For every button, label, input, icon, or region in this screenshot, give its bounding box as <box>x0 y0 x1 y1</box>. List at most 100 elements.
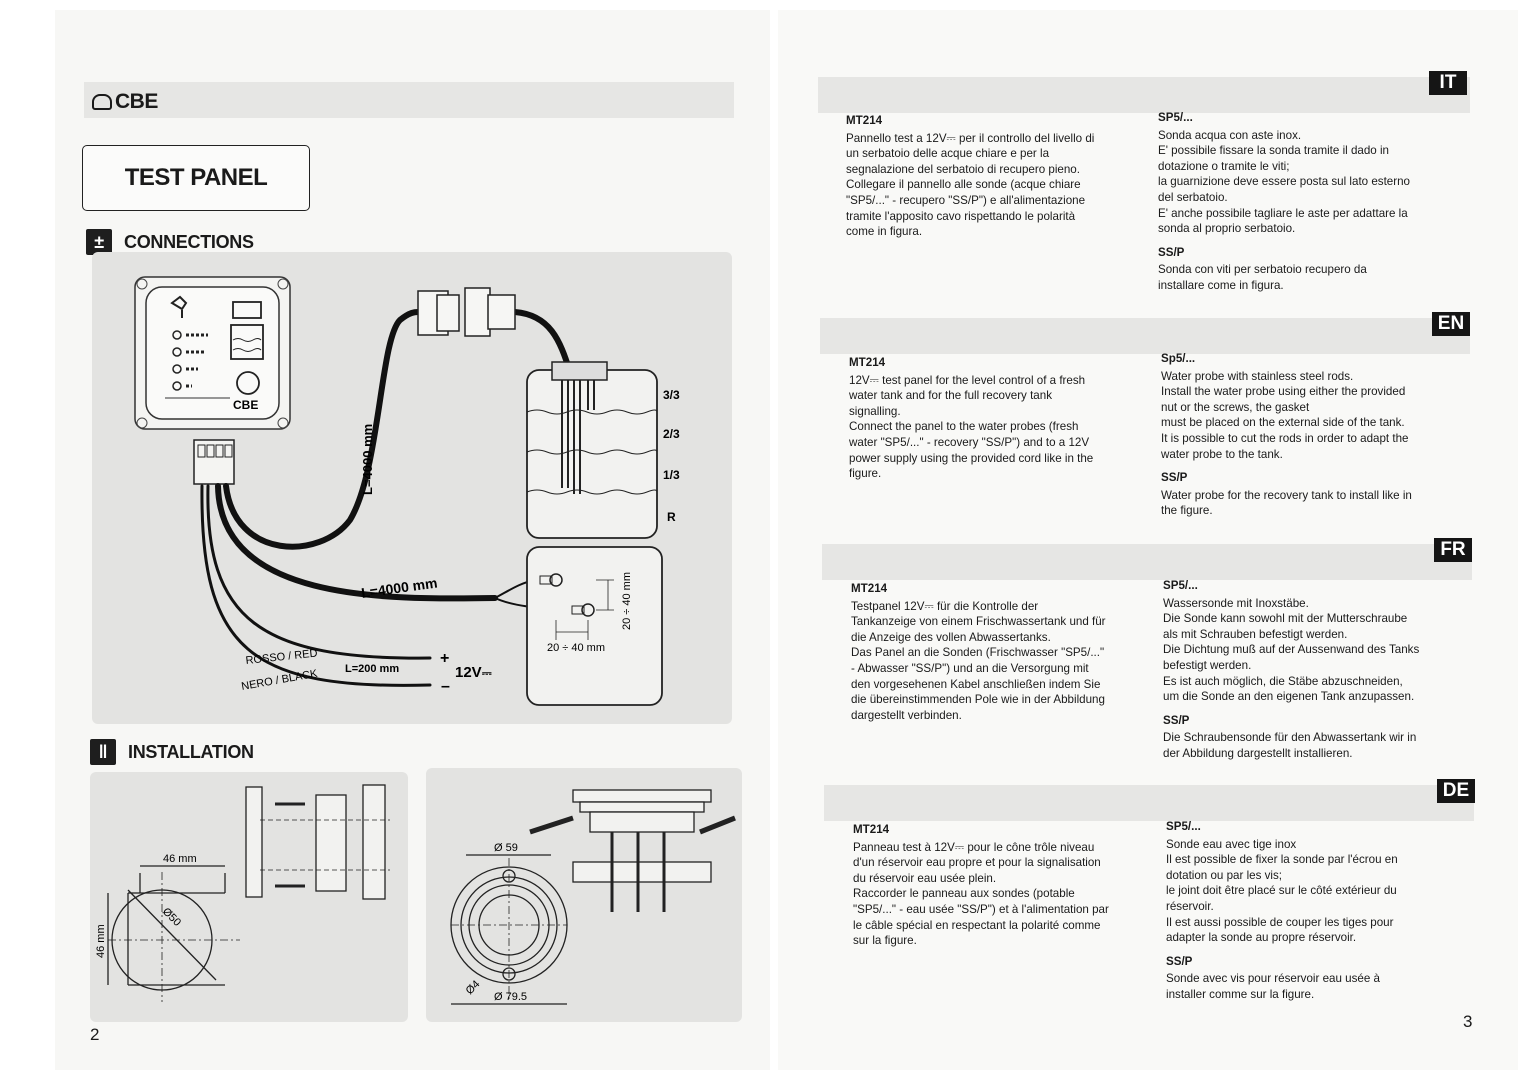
fr-probe-block: SP5/... Wassersonde mit Inoxstäbe. Die S… <box>1163 578 1419 762</box>
de-sp5-line: dotation ou par les vis; <box>1166 868 1283 882</box>
cables <box>200 309 573 687</box>
fr-sp5-line: befestigt werden. <box>1163 658 1252 672</box>
fr-mt214-title: MT214 <box>851 582 888 595</box>
en-mt214-line: Connect the panel to the water probes (f… <box>849 420 1079 434</box>
de-sp5-line: Sonde eau avec tige inox <box>1166 837 1297 851</box>
lang-badge-it: IT <box>1429 71 1467 95</box>
de-sp5-line: réservoir. <box>1166 899 1214 913</box>
fr-sp5-line: Wassersonde mit Inoxstäbe. <box>1163 596 1309 610</box>
dim-vertical-label: 20 ÷ 40 mm <box>621 572 633 630</box>
fr-ssp-line: Die Schraubensonde für den Abwassertank … <box>1163 731 1417 745</box>
band-en <box>820 318 1470 354</box>
probe-hole-dia: Ø4 <box>464 978 483 997</box>
left-header-band <box>84 82 734 118</box>
band-de <box>824 785 1474 821</box>
it-probe-block: SP5/... Sonda acqua con aste inox. E' po… <box>1158 110 1410 294</box>
de-mt214-line: Panneau test à 12V⎓ pour le cône trôle n… <box>853 840 1095 854</box>
fr-ssp-line: der Abbildung dargestellt installieren. <box>1163 746 1353 760</box>
recovery-tank <box>526 546 663 706</box>
band-fr <box>822 544 1472 580</box>
it-mt214-line: tramite l'apposito cavo rispettando le p… <box>846 209 1076 223</box>
fr-mt214-line: - Abwasser "SS/P") und an die Versorgung… <box>851 661 1089 675</box>
installation-heading: ‖ INSTALLATION <box>90 739 254 765</box>
cbe-logo-icon <box>92 94 112 110</box>
en-mt214-line: figure. <box>849 467 882 481</box>
fr-sp5-line: um die Sonde an den eigenen Tank anzupas… <box>1163 690 1415 704</box>
fr-mt214-block: MT214 Testpanel 12V⎓ für die Kontrolle d… <box>851 581 1106 723</box>
en-mt214-title: MT214 <box>849 356 886 369</box>
de-mt214-line: sur la figure. <box>853 934 917 948</box>
lang-badge-en: EN <box>1432 312 1470 336</box>
fr-sp5-line: Die Dichtung muß auf der Aussenwand des … <box>1163 643 1420 657</box>
voltage-label: 12V <box>455 664 482 681</box>
it-sp5-line: E' possibile fissare la sonda tramite il… <box>1158 144 1389 158</box>
en-ssp-line: the figure. <box>1161 504 1213 518</box>
en-sp5-line: must be placed on the external side of t… <box>1161 416 1405 430</box>
en-mt214-line: signalling. <box>849 404 901 418</box>
right-page <box>778 10 1518 1070</box>
page-number-left: 2 <box>90 1025 100 1044</box>
de-sp5-line: Il est aussi possible de couper les tige… <box>1166 915 1394 929</box>
panel-brand-label: CBE <box>233 398 258 412</box>
it-ssp-line: installare come in figura. <box>1158 278 1284 292</box>
it-sp5-line: del serbatoio. <box>1158 190 1228 204</box>
it-sp5-line: sonda al proprio serbatoio. <box>1158 222 1296 236</box>
it-mt214-title: MT214 <box>846 114 883 127</box>
en-mt214-line: water tank and for the full recovery tan… <box>849 389 1052 403</box>
fr-sp5-line: Es ist auch möglich, die Stäbe abzuschne… <box>1163 674 1403 688</box>
it-ssp-title: SS/P <box>1158 245 1185 259</box>
connections-diagram: CBE L=4000 mm L=4000 mm ROSSO / RED NERO… <box>134 276 680 706</box>
test-panel-drawing: CBE <box>134 276 291 485</box>
de-sp5-line: Il est possible de fixer la sonde par l'… <box>1166 853 1398 867</box>
en-ssp-title: SS/P <box>1161 471 1188 485</box>
it-sp5-line: E' anche possibile tagliare le aste per … <box>1158 206 1408 220</box>
fr-mt214-line: den vorgesehenen Kabel anschließen indem… <box>851 677 1101 691</box>
it-sp5-line: Sonda acqua con aste inox. <box>1158 128 1302 142</box>
it-mt214-line: come in figura. <box>846 225 923 239</box>
it-mt214-line: segnalazione del serbatoio di recupero p… <box>846 162 1080 176</box>
plus-minus-icon: ± <box>86 229 112 255</box>
de-mt214-block: MT214 Panneau test à 12V⎓ pour le cône t… <box>853 822 1109 949</box>
it-mt214-line: "SP5/..." - recupero "SS/P") e all'alime… <box>846 193 1086 207</box>
fr-ssp-title: SS/P <box>1163 713 1190 727</box>
it-mt214-block: MT214 Pannello test a 12V⎓ per il contro… <box>846 113 1094 240</box>
en-sp5-title: Sp5/... <box>1161 352 1196 365</box>
level-reserve-label: R <box>667 510 676 524</box>
it-mt214-line: Pannello test a 12V⎓ per il controllo de… <box>846 131 1095 145</box>
install-width-dim: 46 mm <box>163 853 197 865</box>
de-ssp-line: installer comme sur la figure. <box>1166 987 1315 1001</box>
en-mt214-block: MT214 12V⎓ test panel for the level cont… <box>849 355 1093 482</box>
fr-sp5-title: SP5/... <box>1163 579 1198 592</box>
cbe-logo: CBE <box>92 90 158 114</box>
short-cable-label: L=200 mm <box>345 663 399 675</box>
dim-horizontal-label: 20 ÷ 40 mm <box>547 642 605 654</box>
de-mt214-line: du réservoir eau usée plein. <box>853 871 997 885</box>
it-mt214-line: un serbatoio delle acque chiare e per la <box>846 147 1050 161</box>
tools-icon: ‖ <box>90 739 116 765</box>
probe-inner-dia: Ø 59 <box>494 842 518 854</box>
de-mt214-line: d'un réservoir eau propre et pour la sig… <box>853 856 1101 870</box>
de-ssp-title: SS/P <box>1166 954 1193 968</box>
fr-mt214-line: Das Panel an die Sonden (Frischwasser "S… <box>851 646 1105 660</box>
probe-outer-dia: Ø 79.5 <box>494 991 527 1003</box>
en-mt214-line: 12V⎓ test panel for the level control of… <box>849 373 1086 387</box>
minus-label: – <box>441 678 450 695</box>
en-mt214-line: water "SP5/..." - recovery "SS/P") and t… <box>849 435 1090 449</box>
probe-drawing <box>450 789 736 1005</box>
band-it <box>818 77 1470 113</box>
en-sp5-line: water probe to the tank. <box>1161 447 1283 461</box>
en-sp5-line: Water probe with stainless steel rods. <box>1161 369 1354 383</box>
fr-mt214-line: die übereinstimmenden Pole wie in der Ab… <box>851 693 1105 707</box>
panel-mounting-drawing <box>107 784 390 1002</box>
de-ssp-line: Sonde avec vis pour réservoir eau usée à <box>1166 972 1380 986</box>
en-ssp-line: Water probe for the recovery tank to ins… <box>1161 488 1412 502</box>
de-sp5-line: adapter la sonde au propre réservoir. <box>1166 931 1357 945</box>
it-sp5-line: la guarnizione deve essere posta sul lat… <box>1158 175 1410 189</box>
connections-heading-text: CONNECTIONS <box>124 231 254 252</box>
it-sp5-title: SP5/... <box>1158 111 1193 124</box>
page-number-right: 3 <box>1463 1012 1473 1031</box>
lang-badge-de: DE <box>1437 779 1475 803</box>
logo-text: CBE <box>115 90 158 113</box>
fr-sp5-line: Die Sonde kann sowohl mit der Mutterschr… <box>1163 612 1408 626</box>
installation-heading-text: INSTALLATION <box>128 741 254 762</box>
